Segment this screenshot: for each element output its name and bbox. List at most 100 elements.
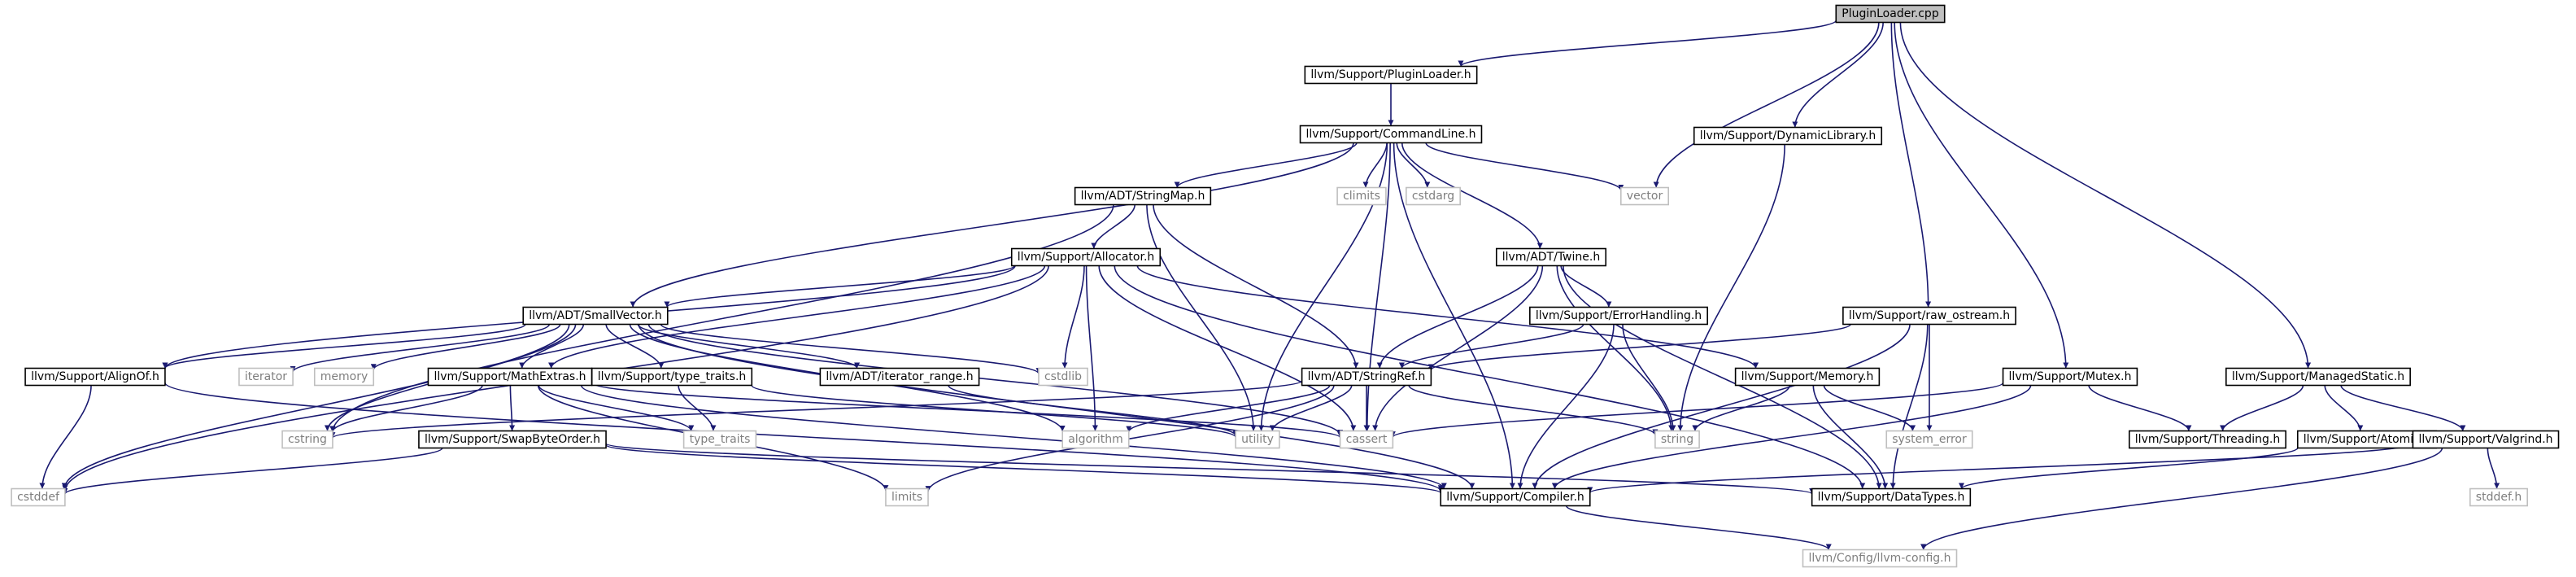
node-llvm-support-mathextras-h[interactable]: llvm/Support/MathExtras.h — [427, 367, 593, 387]
edge-pluginloader-cpp-to-llvm-support-managedstatic-h — [1899, 22, 2312, 369]
node-label: utility — [1241, 433, 1274, 446]
node-llvm-support-errorhandling-h[interactable]: llvm/Support/ErrorHandling.h — [1529, 306, 1708, 326]
edge-llvm-support-commandline-h-to-llvm-adt-stringmap-h — [1174, 142, 1358, 188]
edge-llvm-adt-stringref-h-to-string — [1408, 385, 1658, 435]
node-box — [1301, 367, 1432, 387]
node-label: cstdarg — [1412, 190, 1454, 203]
node-label: cstring — [288, 433, 327, 446]
node-llvm-support-swapbyteorder-h[interactable]: llvm/Support/SwapByteOrder.h — [418, 430, 607, 449]
node-box — [2128, 430, 2287, 449]
node-llvm-support-alignof-h[interactable]: llvm/Support/AlignOf.h — [24, 367, 166, 387]
node-memory: memory — [313, 367, 375, 387]
node-llvm-support-dynamiclibrary-h[interactable]: llvm/Support/DynamicLibrary.h — [1693, 126, 1883, 146]
edge-llvm-support-raw-ostream-h-to-llvm-support-datatypes-h — [1890, 324, 1929, 489]
node-box — [1529, 306, 1708, 326]
edge-llvm-adt-twine-h-to-llvm-support-errorhandling-h — [1560, 265, 1612, 308]
node-pluginloader-cpp[interactable]: PluginLoader.cpp — [1835, 4, 1946, 24]
node-llvm-support-mutex-h[interactable]: llvm/Support/Mutex.h — [2002, 367, 2138, 387]
node-label: llvm/ADT/Twine.h — [1502, 251, 1600, 264]
node-llvm-adt-stringref-h[interactable]: llvm/ADT/StringRef.h — [1301, 367, 1432, 387]
node-llvm-adt-iterator-range-h[interactable]: llvm/ADT/iterator_range.h — [819, 367, 980, 387]
node-box — [1061, 430, 1130, 449]
node-label: limits — [891, 491, 922, 504]
node-llvm-support-raw-ostream-h[interactable]: llvm/Support/raw_ostream.h — [1842, 306, 2016, 326]
node-llvm-support-type-traits-h[interactable]: llvm/Support/type_traits.h — [591, 367, 753, 387]
node-box — [1811, 487, 1972, 507]
edge-llvm-adt-twine-h-to-llvm-adt-stringref-h — [1376, 265, 1539, 369]
edge-llvm-support-swapbyteorder-h-to-cstddef — [62, 447, 443, 495]
edge-llvm-support-allocator-h-to-llvm-support-memory-h — [1136, 265, 1759, 369]
node-llvm-support-valgrind-h[interactable]: llvm/Support/Valgrind.h — [2412, 430, 2560, 449]
edge-llvm-support-commandline-h-to-llvm-support-compiler-h — [1393, 142, 1515, 489]
edge-llvm-support-commandline-h-to-llvm-adt-smallvector-h — [630, 142, 1354, 308]
node-box — [1835, 4, 1946, 24]
node-llvm-support-memory-h[interactable]: llvm/Support/Memory.h — [1734, 367, 1881, 387]
edges-layer — [39, 20, 2500, 551]
edge-llvm-support-swapbyteorder-h-to-llvm-support-compiler-h — [605, 444, 1444, 494]
node-box — [2002, 367, 2138, 387]
edge-llvm-support-valgrind-h-to-stddef-h — [2487, 448, 2500, 489]
edge-llvm-adt-smallvector-h-to-memory — [370, 324, 561, 370]
node-label: cstdlib — [1044, 370, 1082, 383]
node-llvm-adt-smallvector-h[interactable]: llvm/ADT/SmallVector.h — [522, 306, 669, 326]
node-box — [1304, 65, 1478, 85]
edge-llvm-adt-smallvector-h-to-cstdlib — [660, 323, 1042, 374]
node-llvm-adt-stringmap-h[interactable]: llvm/ADT/StringMap.h — [1074, 186, 1212, 206]
node-cstddef: cstddef — [11, 487, 66, 507]
edge-llvm-adt-stringref-h-to-utility — [1269, 385, 1353, 431]
edge-llvm-support-swapbyteorder-h-to-llvm-support-datatypes-h — [605, 443, 1815, 495]
node-label: vector — [1627, 190, 1663, 203]
node-llvm-support-commandline-h[interactable]: llvm/Support/CommandLine.h — [1299, 125, 1483, 144]
edge-llvm-support-type-traits-h-to-type-traits — [678, 385, 717, 431]
edge-llvm-support-raw-ostream-h-to-llvm-adt-stringref-h — [1428, 323, 1851, 371]
edge-llvm-adt-stringref-h-to-cstring — [329, 379, 1303, 439]
node-stddef-h: stddef.h — [2469, 487, 2529, 507]
node-box — [1010, 247, 1162, 267]
node-box — [281, 430, 333, 449]
node-llvm-support-datatypes-h[interactable]: llvm/Support/DataTypes.h — [1811, 487, 1972, 507]
edge-llvm-support-commandline-h-to-utility — [1258, 142, 1388, 431]
edge-llvm-support-valgrind-h-to-llvm-support-compiler-h — [1587, 443, 2414, 494]
node-label: llvm/Support/ErrorHandling.h — [1536, 309, 1702, 322]
node-type-traits: type_traits — [682, 430, 757, 449]
node-box — [2225, 367, 2411, 387]
edge-llvm-adt-smallvector-h-to-llvm-adt-iterator-range-h — [637, 323, 861, 369]
node-box — [682, 430, 757, 449]
edge-llvm-adt-smallvector-h-to-llvm-support-type-traits-h — [605, 324, 665, 369]
edge-llvm-support-commandline-h-to-cassert — [1364, 142, 1391, 431]
node-llvm-support-compiler-h[interactable]: llvm/Support/Compiler.h — [1440, 487, 1591, 507]
node-box — [1654, 430, 1700, 449]
node-label: llvm/Support/Compiler.h — [1446, 491, 1584, 504]
node-llvm-support-allocator-h[interactable]: llvm/Support/Allocator.h — [1010, 247, 1162, 267]
node-box — [2412, 430, 2560, 449]
node-label: llvm/Support/MathExtras.h — [434, 370, 586, 383]
edge-llvm-support-managedstatic-h-to-llvm-support-valgrind-h — [2340, 385, 2466, 431]
edge-llvm-adt-iterator-range-h-to-utility — [948, 384, 1239, 437]
node-box — [1495, 247, 1607, 267]
node-box — [1038, 367, 1088, 387]
node-label: llvm/Support/Valgrind.h — [2418, 433, 2552, 446]
edge-llvm-support-allocator-h-to-llvm-support-mathextras-h — [548, 265, 1046, 369]
edge-llvm-support-allocator-h-to-cstdlib — [1061, 265, 1085, 369]
edge-llvm-support-allocator-h-to-llvm-support-datatypes-h — [1114, 265, 1866, 489]
node-llvm-adt-twine-h[interactable]: llvm/ADT/Twine.h — [1495, 247, 1607, 267]
node-box — [1693, 126, 1883, 146]
edge-llvm-support-commandline-h-to-climits — [1362, 142, 1388, 188]
edge-llvm-adt-stringref-h-to-limits — [925, 385, 1335, 492]
node-label: llvm/Support/Mutex.h — [2009, 370, 2132, 383]
node-label: llvm/ADT/StringMap.h — [1081, 190, 1205, 203]
edge-llvm-support-managedstatic-h-to-llvm-support-threading-h — [2220, 385, 2304, 431]
node-label: llvm/Support/DataTypes.h — [1818, 491, 1965, 504]
edge-llvm-support-commandline-h-to-llvm-adt-twine-h — [1401, 142, 1543, 249]
node-llvm-support-managedstatic-h[interactable]: llvm/Support/ManagedStatic.h — [2225, 367, 2411, 387]
node-label: llvm/ADT/iterator_range.h — [826, 370, 973, 383]
node-label: llvm/ADT/StringRef.h — [1308, 370, 1426, 383]
edge-pluginloader-cpp-to-llvm-support-mutex-h — [1894, 22, 2069, 369]
node-llvm-support-threading-h[interactable]: llvm/Support/Threading.h — [2128, 430, 2287, 449]
node-system-error: system_error — [1885, 430, 1973, 449]
node-llvm-support-pluginloader-h[interactable]: llvm/Support/PluginLoader.h — [1304, 65, 1478, 85]
node-label: iterator — [245, 370, 287, 383]
node-box — [1074, 186, 1212, 206]
node-label: llvm/Support/raw_ostream.h — [1849, 309, 2010, 322]
